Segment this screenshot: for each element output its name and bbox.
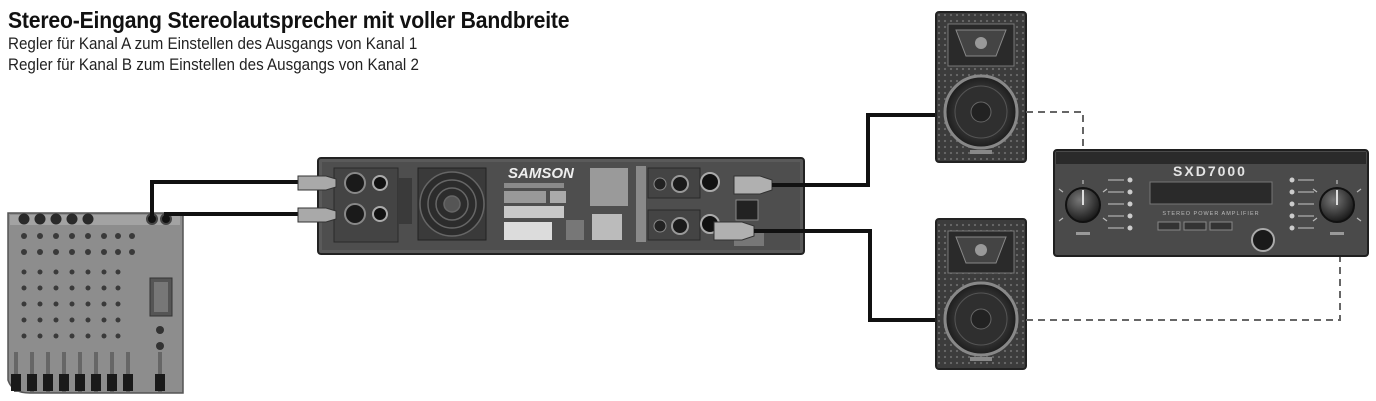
channel-a-leds [1108,177,1133,231]
amplifier-front-panel: SXD7000 STEREO POWER AMPLIFIER [1053,149,1369,257]
mixer [7,212,184,394]
speaker-bottom [935,218,1027,370]
channel-a-note: Regler für Kanal A zum Einstellen des Au… [8,35,418,53]
mixer-channel-knobs [18,213,94,225]
input-cables [150,180,300,219]
brand-logo: SAMSON [508,165,575,182]
xlr-input-plugs [297,175,337,223]
diagram-title: Stereo-Eingang Stereolautsprecher mit vo… [8,7,570,33]
model-name: SXD7000 [1173,163,1247,179]
mixer-master-section [149,277,173,350]
model-subtitle: STEREO POWER AMPLIFIER [1162,211,1259,217]
front-buttons [1157,221,1233,231]
channel-b-leds [1289,177,1314,231]
header: Stereo-Eingang Stereolautsprecher mit vo… [8,6,618,76]
speaker-output-plugs [713,175,773,241]
speaker-top [935,11,1027,163]
rear-label-area: SAMSON [504,165,628,240]
mixer-faders [11,352,165,392]
speaker-cables [754,113,936,322]
channel-a-gain-knob-icon [1058,180,1108,235]
control-links [1026,111,1341,321]
rear-input-section [333,167,412,243]
cooling-fan [417,167,487,241]
power-switch-icon [1251,228,1275,252]
amplifier-rear-panel: SAMSON [297,157,805,255]
channel-b-gain-knob-icon [1312,180,1362,235]
channel-b-note: Regler für Kanal B zum Einstellen des Au… [8,56,419,74]
